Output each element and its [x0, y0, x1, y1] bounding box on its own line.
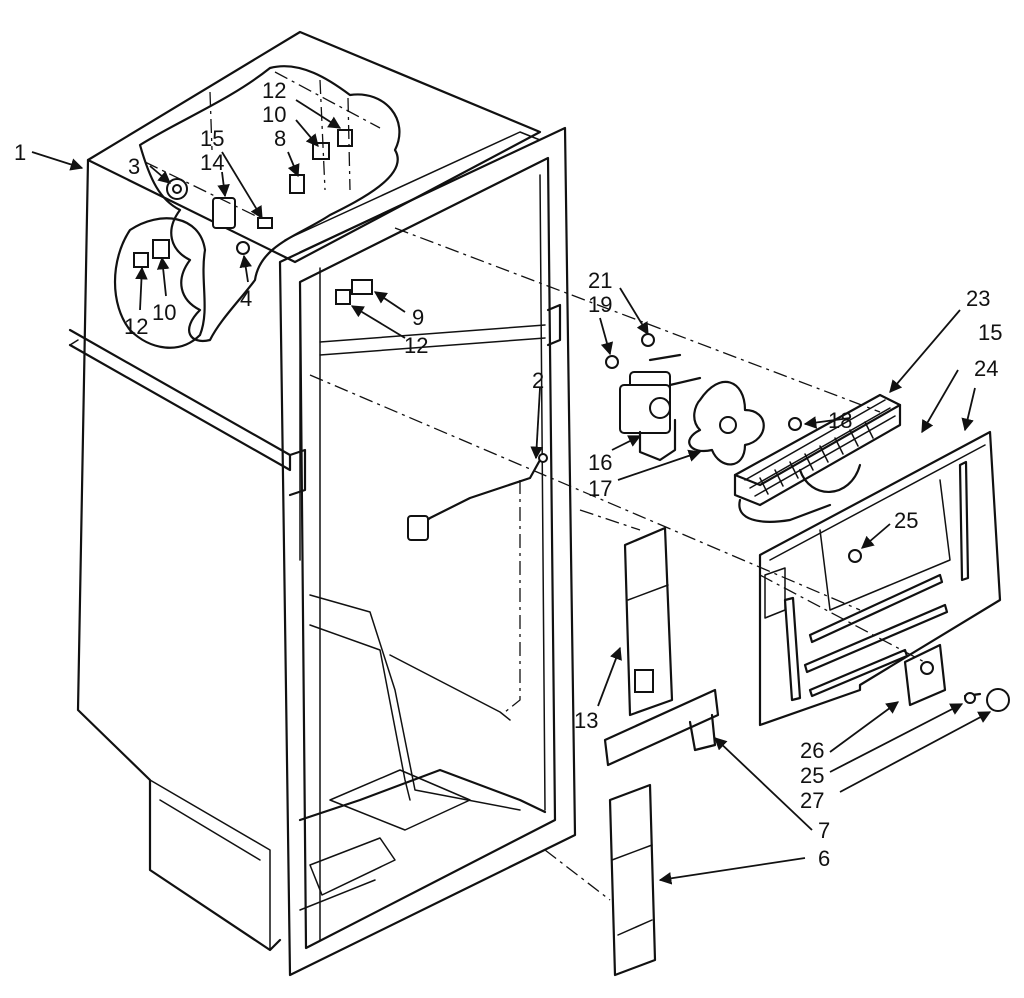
callout-25: 25	[800, 763, 824, 788]
alignment-line-5	[759, 574, 931, 666]
callout-6: 6	[818, 846, 830, 871]
panel-7	[603, 688, 720, 767]
callout-23: 23	[966, 286, 990, 311]
thermostat-plate	[903, 643, 1010, 712]
alignment-line-4	[544, 849, 611, 901]
panel-6	[608, 783, 657, 977]
callout-24: 24	[974, 356, 998, 381]
cabinet-body	[68, 30, 577, 977]
alignment-line-2	[309, 374, 861, 611]
callout-10: 10	[262, 102, 286, 127]
callout-15: 15	[978, 320, 1002, 345]
callout-27: 27	[800, 788, 824, 813]
cabinet-hardware	[133, 71, 381, 305]
fan-motor-assembly	[605, 333, 765, 466]
evaporator-grille	[733, 393, 902, 523]
callout-14: 14	[200, 150, 224, 175]
panel-13	[623, 526, 674, 717]
callout-12: 12	[124, 314, 148, 339]
callout-9: 9	[412, 305, 424, 330]
back-panel	[758, 430, 1002, 727]
cutaway-upper	[138, 65, 401, 343]
callout-25: 25	[894, 508, 918, 533]
callout-26: 26	[800, 738, 824, 763]
callout-21: 21	[588, 268, 612, 293]
callout-17: 17	[588, 476, 612, 501]
callout-13: 13	[574, 708, 598, 733]
callout-18: 18	[828, 408, 852, 433]
callout-7: 7	[818, 818, 830, 843]
callout-2: 2	[532, 368, 544, 393]
callout-8: 8	[274, 126, 286, 151]
callout-1: 1	[14, 140, 26, 165]
callout-12: 12	[262, 78, 286, 103]
callout-15: 15	[200, 126, 224, 151]
callout-3: 3	[128, 154, 140, 179]
callout-10: 10	[152, 300, 176, 325]
alignment-line-1	[394, 227, 881, 413]
callout-19: 19	[588, 292, 612, 317]
part-2-heater-wire	[389, 453, 548, 721]
cutaway-lower	[114, 217, 207, 349]
leader-lines	[31, 99, 992, 885]
alignment-line-3	[579, 509, 641, 531]
callout-16: 16	[588, 450, 612, 475]
callout-4: 4	[240, 286, 252, 311]
callout-12: 12	[404, 333, 428, 358]
callout-labels: 1 12 10 15 8 14 3 4 12 10 9 12 2 21 19 2…	[14, 78, 1002, 871]
